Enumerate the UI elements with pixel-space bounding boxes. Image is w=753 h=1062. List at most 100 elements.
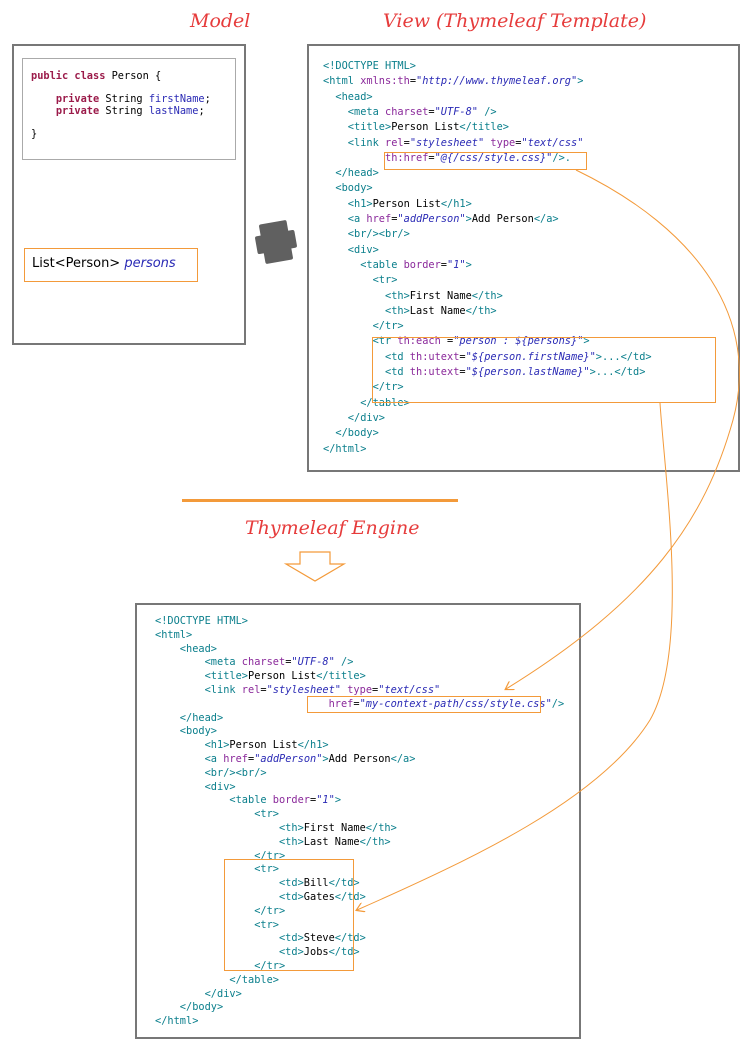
plus-icon <box>255 220 297 264</box>
output-code-line: </div> <box>155 988 242 1001</box>
code-token: </body> <box>155 1001 224 1014</box>
code-token: ; <box>204 93 211 105</box>
code-token: = <box>428 151 435 164</box>
code-token: "stylesheet" <box>266 684 342 696</box>
code-token: </tr> <box>323 381 404 394</box>
model-heading: Model <box>190 10 251 32</box>
href-highlight <box>307 696 541 713</box>
code-token: "addPerson" <box>254 753 323 765</box>
code-token: Person { <box>105 70 162 82</box>
code-token: Person List <box>391 121 460 134</box>
code-token: = <box>409 75 417 88</box>
view-heading: View (Thymeleaf Template) <box>383 10 647 32</box>
model-code-line: private String firstName; <box>31 93 211 106</box>
template-code-line: <body> <box>323 182 372 195</box>
separator-line <box>182 499 458 502</box>
code-token: "1" <box>316 794 335 807</box>
code-token: "text/css" <box>521 136 584 149</box>
code-token: public class <box>31 70 106 82</box>
code-token: = <box>285 656 292 669</box>
code-token: th:href <box>323 151 429 164</box>
code-token: </a> <box>533 213 559 225</box>
code-token: <title> <box>155 670 248 683</box>
code-token: </tr> <box>155 960 286 972</box>
code-token: </td> <box>328 877 360 890</box>
code-token: </td> <box>328 946 360 959</box>
output-code-line: <html> <box>155 629 192 642</box>
code-token: Add Person <box>328 753 391 765</box>
code-token: "text/css" <box>378 684 441 696</box>
code-token: <a <box>323 213 367 225</box>
output-code-line: <td>Bill</td> <box>155 877 360 890</box>
output-code-line: <a href="addPerson">Add Person</a> <box>155 753 416 766</box>
list-type: List<Person> <box>32 256 121 271</box>
code-token: <link <box>323 136 385 149</box>
code-token: Jobs <box>303 946 329 959</box>
output-code-line: <br/><br/> <box>155 767 267 780</box>
code-token: <head> <box>323 90 373 103</box>
code-token: /> <box>478 105 497 118</box>
code-token: border <box>403 258 441 271</box>
code-token: Bill <box>303 877 329 890</box>
code-token: />. <box>552 151 571 164</box>
output-code-line: <th>First Name</th> <box>155 822 397 835</box>
code-token: <tr> <box>323 274 398 287</box>
list-var: persons <box>124 256 176 271</box>
output-panel: <!DOCTYPE HTML><html> <head> <meta chars… <box>135 603 581 1039</box>
code-token: = <box>248 753 255 765</box>
code-token: = <box>459 350 466 363</box>
code-token: href <box>155 697 354 710</box>
code-token: </html> <box>323 442 367 455</box>
output-code-line: <tr> <box>155 863 279 876</box>
model-code-line: public class Person { <box>31 70 161 83</box>
code-token: /> <box>334 656 354 669</box>
code-token: <td <box>323 366 410 378</box>
code-token: = <box>403 136 410 149</box>
code-token: <a <box>155 753 224 765</box>
code-token: <meta <box>323 105 385 118</box>
code-token: </div> <box>155 987 242 1000</box>
code-token: String <box>99 93 149 105</box>
code-token: </div> <box>323 411 385 424</box>
code-token: <title> <box>323 121 392 134</box>
code-token: "UTF-8" <box>291 656 335 669</box>
output-code: <!DOCTYPE HTML><html> <head> <meta chars… <box>155 615 575 1035</box>
code-token: > <box>322 753 329 765</box>
code-token: firstName <box>148 93 205 105</box>
template-code-line: <a href="addPerson">Add Person</a> <box>323 213 559 226</box>
output-code-line: <th>Last Name</th> <box>155 836 391 849</box>
code-token: > <box>465 258 472 271</box>
model-panel: public class Person { private String fir… <box>12 44 246 345</box>
output-code-line: <tr> <box>155 808 279 821</box>
output-code-line: <title>Person List</title> <box>155 670 366 683</box>
code-token: = <box>459 366 466 378</box>
code-token: th:utext <box>409 350 460 363</box>
code-token: "UTF-8" <box>434 105 479 118</box>
code-token: th:each <box>397 335 441 348</box>
person-class-box: public class Person { private String fir… <box>22 58 236 160</box>
code-token: </td> <box>334 932 366 945</box>
code-token: First Name <box>409 289 472 302</box>
code-token: = <box>440 335 454 348</box>
code-token: = <box>310 794 317 807</box>
template-code-line: <html xmlns:th="http://www.thymeleaf.org… <box>323 75 583 88</box>
output-code-line: <div> <box>155 781 236 794</box>
output-code-line: <!DOCTYPE HTML> <box>155 615 248 628</box>
code-token: = <box>515 136 522 149</box>
output-code-line: <meta charset="UTF-8" /> <box>155 656 354 669</box>
template-code-line: <title>Person List</title> <box>323 121 509 134</box>
code-token: <tr> <box>155 808 279 821</box>
code-token: Last Name <box>303 835 360 848</box>
template-code-line: <!DOCTYPE HTML> <box>323 60 416 73</box>
code-token: First Name <box>303 822 366 834</box>
output-code-line: </tr> <box>155 905 285 918</box>
code-token: <th> <box>155 835 304 848</box>
template-code-line: </tr> <box>323 381 404 394</box>
code-token: </h1> <box>440 197 472 210</box>
template-code-line: <meta charset="UTF-8" /> <box>323 106 497 119</box>
model-code-line: private String lastName; <box>31 105 205 118</box>
code-token: border <box>272 794 310 807</box>
code-token: Person List <box>372 197 441 210</box>
code-token: > <box>334 794 342 807</box>
person-class-code: public class Person { private String fir… <box>31 70 231 150</box>
